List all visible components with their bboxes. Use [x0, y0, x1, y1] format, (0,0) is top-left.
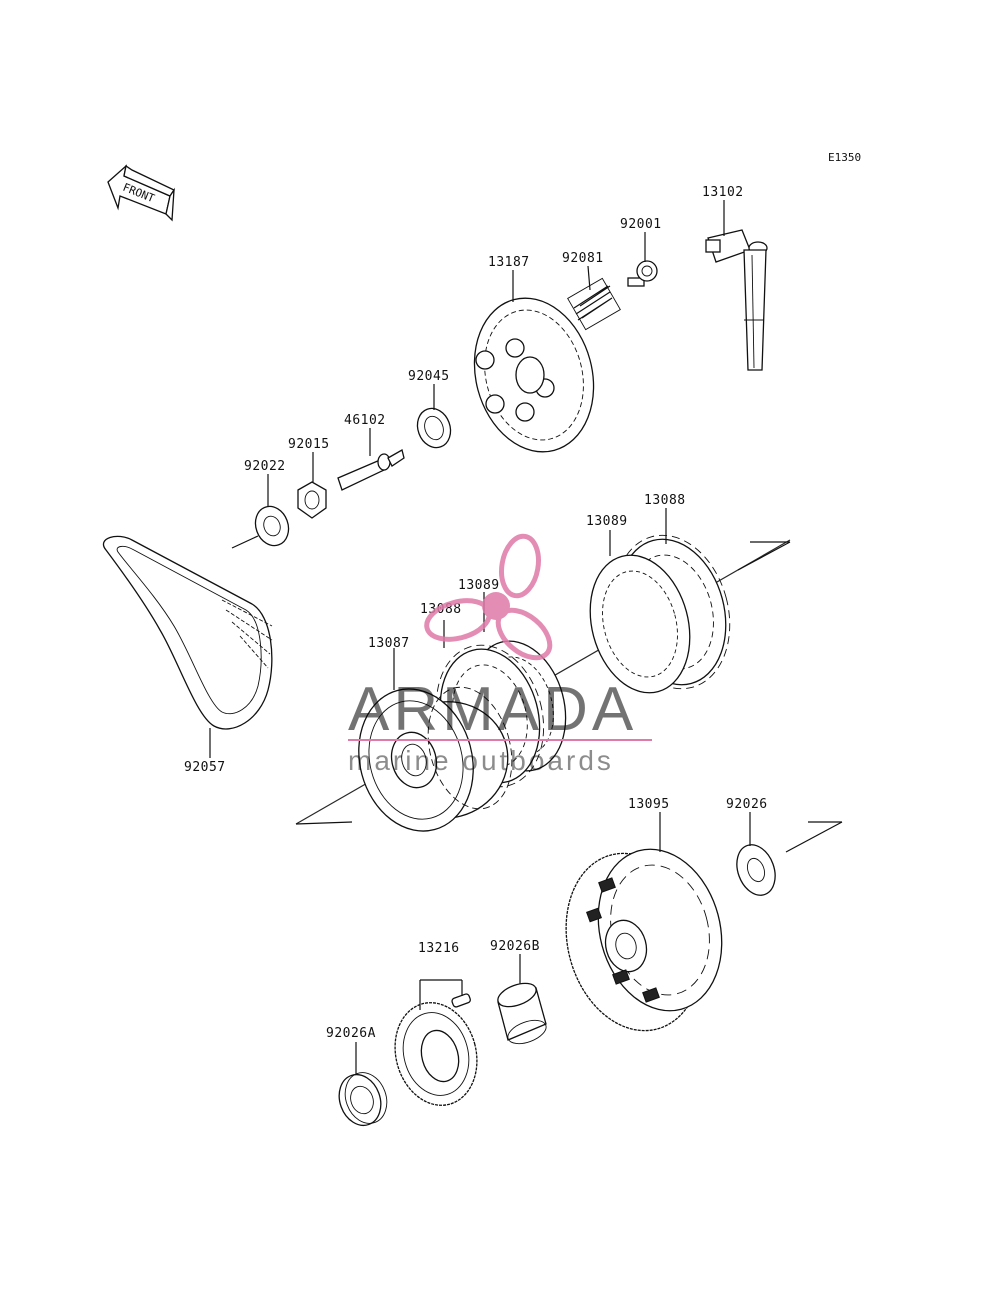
part-92045-bearing: [416, 407, 452, 449]
part-46102-push-rod: [337, 449, 405, 491]
part-13095-clutch-housing: [565, 848, 723, 1032]
label-92026A: 92026A: [326, 1026, 376, 1041]
label-92026: 92026: [726, 797, 768, 812]
part-13187-pressure-plate: [473, 297, 595, 453]
label-13216: 13216: [418, 941, 460, 956]
label-13102: 13102: [702, 185, 744, 200]
label-92015: 92015: [288, 437, 330, 452]
label-92045: 92045: [408, 369, 450, 384]
part-13087-clutch-hub: [358, 686, 513, 832]
part-92057-drive-chain: [103, 535, 273, 730]
label-92057: 92057: [184, 760, 226, 775]
label-92001: 92001: [620, 217, 662, 232]
part-13216-gear: [394, 993, 478, 1106]
label-13095: 13095: [628, 797, 670, 812]
part-92026a-washer: [338, 1072, 388, 1127]
part-92026b-bushing: [497, 982, 547, 1045]
label-46102: 46102: [344, 413, 386, 428]
label-13088-right: 13088: [644, 493, 686, 508]
part-92026-washer: [736, 844, 776, 896]
watermark-brand: ARMADA: [348, 675, 637, 744]
label-13087: 13087: [368, 636, 410, 651]
label-92022: 92022: [244, 459, 286, 474]
label-92081: 92081: [562, 251, 604, 266]
part-92022-washer: [254, 505, 290, 547]
propeller-logo-icon: [424, 533, 553, 661]
part-92081-spring: [567, 277, 621, 331]
diagram-code: E1350: [828, 151, 861, 164]
label-92026B: 92026B: [490, 939, 540, 954]
watermark: ARMADA marine outboards: [348, 533, 652, 776]
part-92015-nut: [297, 481, 327, 519]
watermark-tagline: marine outboards: [348, 745, 614, 776]
part-13102-shift-shaft: [705, 229, 768, 371]
label-13187: 13187: [488, 255, 530, 270]
label-13089-left: 13089: [458, 578, 500, 593]
part-13089-steel-plate-right: [589, 554, 691, 694]
front-arrow-icon: FRONT: [107, 164, 175, 222]
part-92001-bolt: [627, 260, 658, 287]
label-13089-right: 13089: [586, 514, 628, 529]
